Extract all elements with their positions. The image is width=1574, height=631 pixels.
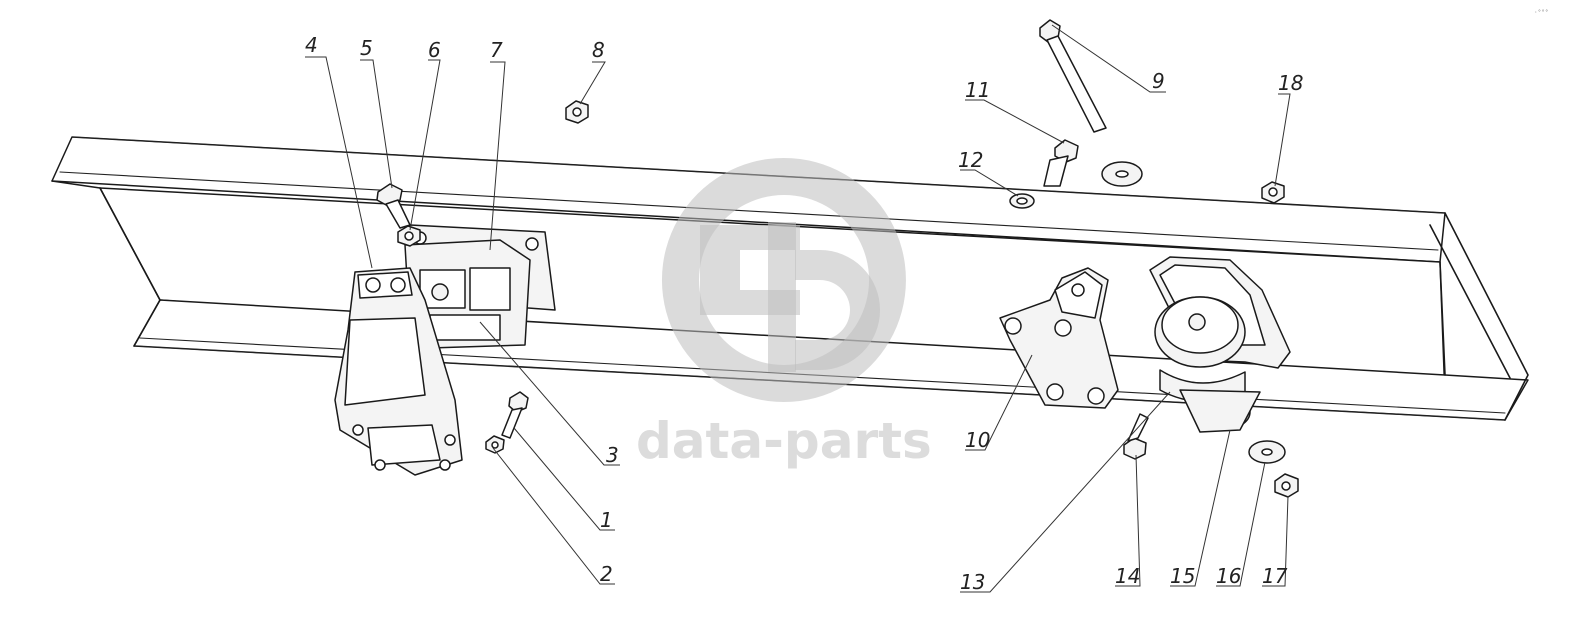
callout-8: 8	[592, 38, 605, 62]
callout-10: 10	[965, 428, 990, 452]
nut-8	[565, 100, 589, 124]
callout-9: 9	[1152, 69, 1165, 93]
support-bracket	[334, 267, 463, 476]
callout-14: 14	[1115, 564, 1140, 588]
washer-16	[1248, 440, 1286, 464]
mount-bracket-10	[999, 267, 1119, 409]
callout-13: 13	[960, 570, 985, 594]
callout-7: 7	[490, 38, 503, 62]
callout-1: 1	[600, 508, 613, 532]
bolt-11	[1043, 139, 1079, 187]
nut-17	[1274, 473, 1299, 498]
callout-5: 5	[360, 36, 373, 60]
callout-17: 17	[1262, 564, 1288, 588]
callout-11: 11	[965, 78, 990, 102]
callouts: 1 2 3 4 5 6 7 8 9 10 11 12 13 14 15 16 1…	[305, 33, 1303, 594]
callout-16: 16	[1216, 564, 1241, 588]
watermark: data-parts	[636, 158, 932, 470]
callout-6: 6	[428, 38, 441, 62]
callout-15: 15	[1170, 564, 1195, 588]
bolt-1	[501, 391, 529, 439]
washer-12	[1009, 193, 1035, 209]
callout-18: 18	[1278, 71, 1303, 95]
bolt-5	[376, 183, 411, 229]
rubber-mount-15	[1149, 256, 1291, 433]
callout-2: 2	[600, 562, 613, 586]
washer-large	[1101, 161, 1143, 187]
leader-lines	[305, 24, 1291, 593]
corner-mark: ·°°°	[1534, 9, 1548, 16]
callout-12: 12	[958, 148, 983, 172]
nut-2	[485, 435, 505, 454]
nut-18	[1261, 181, 1285, 204]
nut-6	[397, 225, 421, 247]
watermark-text: data-parts	[636, 412, 932, 470]
data-parts-logo-icon	[661, 158, 906, 402]
long-bolt-9	[1039, 19, 1107, 133]
callout-3: 3	[606, 443, 619, 467]
rubber-mount-block	[404, 239, 531, 349]
callout-4: 4	[305, 33, 318, 57]
